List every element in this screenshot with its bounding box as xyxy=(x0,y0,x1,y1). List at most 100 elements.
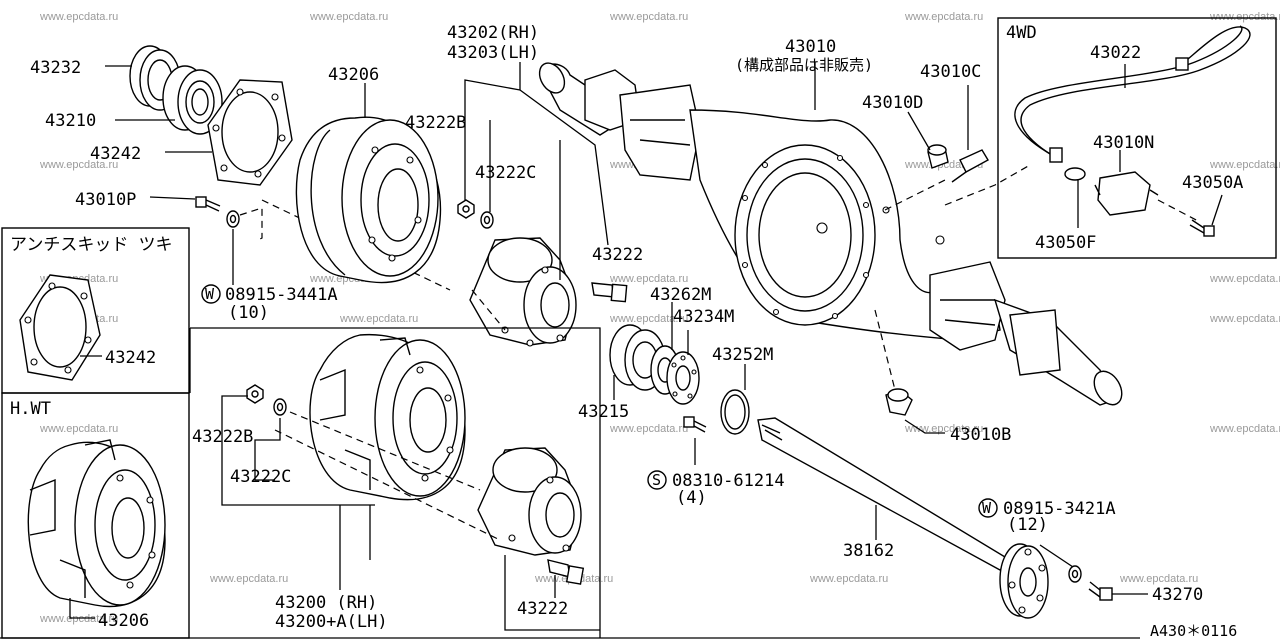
label-43010P: 43010P xyxy=(75,190,136,210)
watermark: www.epcdata.ru xyxy=(1209,313,1280,325)
w-symbol: W xyxy=(205,285,215,303)
watermark: www.epcdata.ru xyxy=(1209,423,1280,435)
label-43050A: 43050A xyxy=(1182,173,1243,193)
label-43050F: 43050F xyxy=(1035,233,1096,253)
label-43222C-top: 43222C xyxy=(475,163,536,183)
watermark: www.epcdata.ru xyxy=(209,573,288,585)
bracket-43010N[interactable] xyxy=(1094,171,1159,216)
hub-43202-43203[interactable] xyxy=(469,237,577,347)
label-43206-hwt: 43206 xyxy=(98,611,149,631)
watermark: www.epcdata.ru xyxy=(39,159,118,171)
label-43010: 43010 xyxy=(785,37,836,57)
label-43206-top: 43206 xyxy=(328,65,379,85)
label-43270: 43270 xyxy=(1152,585,1203,605)
label-43215: 43215 xyxy=(578,402,629,422)
bearing-43210[interactable] xyxy=(162,65,223,135)
watermark: www.epcdata.ru xyxy=(1119,573,1198,585)
watermark: www.epcdata.ru xyxy=(809,573,888,585)
label-43202: 43202(RH) xyxy=(447,23,539,43)
label-38162: 38162 xyxy=(843,541,894,561)
nut-43222B-top[interactable] xyxy=(457,199,475,219)
label-43200: 43200 (RH) xyxy=(275,593,377,613)
gasket-43242-top[interactable] xyxy=(207,79,293,186)
label-43203: 43203(LH) xyxy=(447,43,539,63)
label-43010N: 43010N xyxy=(1093,133,1154,153)
flange-43234M[interactable] xyxy=(666,351,700,405)
label-43010-note: (構成部品は非販売) xyxy=(735,56,873,74)
label-anti-skid: アンチスキッド ツキ xyxy=(10,235,173,255)
label-43222-bottom: 43222 xyxy=(517,599,568,619)
o-ring-43252M[interactable] xyxy=(720,389,750,435)
watermark: www.epcdata.ru xyxy=(609,313,688,325)
label-43234M: 43234M xyxy=(673,307,734,327)
breather-43010C[interactable] xyxy=(951,149,989,183)
washer-callout-08915-3441A: W 08915-3441A (10) xyxy=(201,284,338,323)
hose-43022[interactable] xyxy=(1014,25,1251,163)
bolt-43010P[interactable] xyxy=(195,196,221,212)
screw-08310-61214[interactable] xyxy=(683,416,707,433)
label-43210: 43210 xyxy=(45,111,96,131)
axle-shaft-38162[interactable] xyxy=(757,417,1049,619)
w-symbol: W xyxy=(982,499,992,517)
label-43010B: 43010B xyxy=(950,425,1011,445)
label-08310-61214-qty: (4) xyxy=(676,488,707,508)
4wd-box xyxy=(997,17,1277,259)
washer-08915-3421A[interactable] xyxy=(1068,565,1082,583)
brake-drum-43206-hwt[interactable] xyxy=(27,439,166,608)
label-08915-3441A-qty: (10) xyxy=(228,303,269,323)
stud-43222-top[interactable] xyxy=(591,282,628,303)
label-43262M: 43262M xyxy=(650,285,711,305)
label-08915-3421A-qty: (12) xyxy=(1007,515,1048,535)
washer-callout-08915-3421A: W 08915-3421A (12) xyxy=(978,498,1116,535)
watermark: www.epcdata.ru xyxy=(39,613,118,625)
reference-code: A430＊0116 xyxy=(1150,622,1237,640)
label-43252M: 43252M xyxy=(712,345,773,365)
label-08915-3421A: 08915-3421A xyxy=(1003,499,1116,519)
label-43242-anti-skid: 43242 xyxy=(105,348,156,368)
watermark: www.epcdata.ru xyxy=(1209,273,1280,285)
label-43222B-top: 43222B xyxy=(405,113,466,133)
watermark: www.epcdata.ru xyxy=(609,273,688,285)
label-h-wt: H.WT xyxy=(10,399,51,419)
washer-43222C-bottom[interactable] xyxy=(273,398,287,416)
bolt-43270[interactable] xyxy=(1088,581,1113,601)
brake-drum-43200[interactable] xyxy=(309,333,466,501)
hub-43200[interactable] xyxy=(477,447,582,556)
watermark: www.epcdata.ru xyxy=(39,11,118,23)
label-43222B-bottom: 43222B xyxy=(192,427,253,447)
label-4wd: 4WD xyxy=(1006,23,1037,43)
label-43200A: 43200+A(LH) xyxy=(275,612,388,632)
gasket-43242-anti-skid[interactable] xyxy=(19,274,101,381)
label-43022: 43022 xyxy=(1090,43,1141,63)
watermark: www.epcdata.ru xyxy=(309,11,388,23)
watermark: www.epcdata.ru xyxy=(339,313,418,325)
watermark: www.epcdata.ru xyxy=(904,11,983,23)
stud-43222-bottom[interactable] xyxy=(547,559,585,585)
label-08310-61214: 08310-61214 xyxy=(672,471,785,491)
label-43232: 43232 xyxy=(30,58,81,78)
plug-43010D[interactable] xyxy=(927,144,949,169)
label-43242-top: 43242 xyxy=(90,144,141,164)
s-symbol: S xyxy=(652,471,661,489)
brake-drum-43206-top[interactable] xyxy=(295,116,442,284)
label-43222C-bottom: 43222C xyxy=(230,467,291,487)
watermark: www.epcdata.ru xyxy=(39,423,118,435)
clip-43050F[interactable] xyxy=(1064,167,1086,181)
washer-43222C-top[interactable] xyxy=(480,211,494,229)
watermark: www.epcdata.ru xyxy=(1209,11,1280,23)
nut-43222B-bottom[interactable] xyxy=(246,384,264,404)
label-43010C: 43010C xyxy=(920,62,981,82)
washer-08915-3441A[interactable] xyxy=(226,210,240,228)
label-08915-3441A: 08915-3441A xyxy=(225,285,338,305)
bolt-43050A[interactable] xyxy=(1189,219,1215,237)
watermark: www.epcdata.ru xyxy=(1209,159,1280,171)
watermark: www.epcdata.ru xyxy=(609,423,688,435)
part-labels: 43232 43210 43242 43010P W 08915-3441A (… xyxy=(10,23,1243,640)
axle-housing-43010[interactable] xyxy=(534,59,1127,410)
label-43010D: 43010D xyxy=(862,93,923,113)
label-43222-top: 43222 xyxy=(592,245,643,265)
plug-43010B[interactable] xyxy=(885,388,913,416)
watermark: www.epcdata.ru xyxy=(609,11,688,23)
screw-callout-08310-61214: S 08310-61214 (4) xyxy=(647,470,785,508)
